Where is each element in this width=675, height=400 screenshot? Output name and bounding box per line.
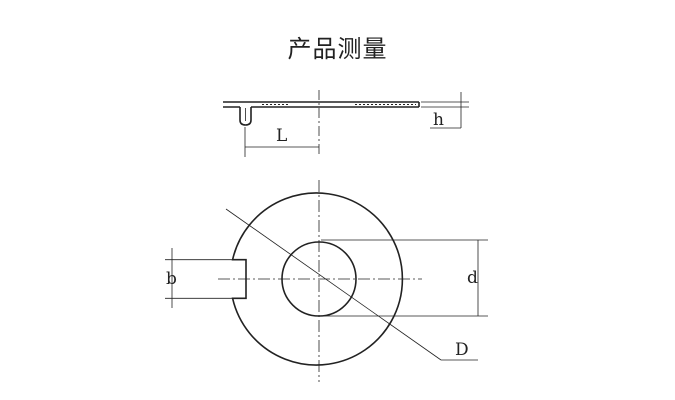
- side-view: [223, 90, 469, 157]
- label-b: b: [166, 269, 177, 289]
- label-d: d: [467, 268, 478, 288]
- label-h: h: [433, 110, 444, 130]
- bent-tab: [239, 107, 252, 126]
- page-title: 产品测量: [287, 35, 388, 63]
- label-L: L: [276, 126, 287, 146]
- top-view: [165, 180, 488, 382]
- D-diagonal-leader: [225, 208, 442, 361]
- washer-outer-edge: [231, 192, 404, 366]
- label-D: D: [455, 340, 469, 360]
